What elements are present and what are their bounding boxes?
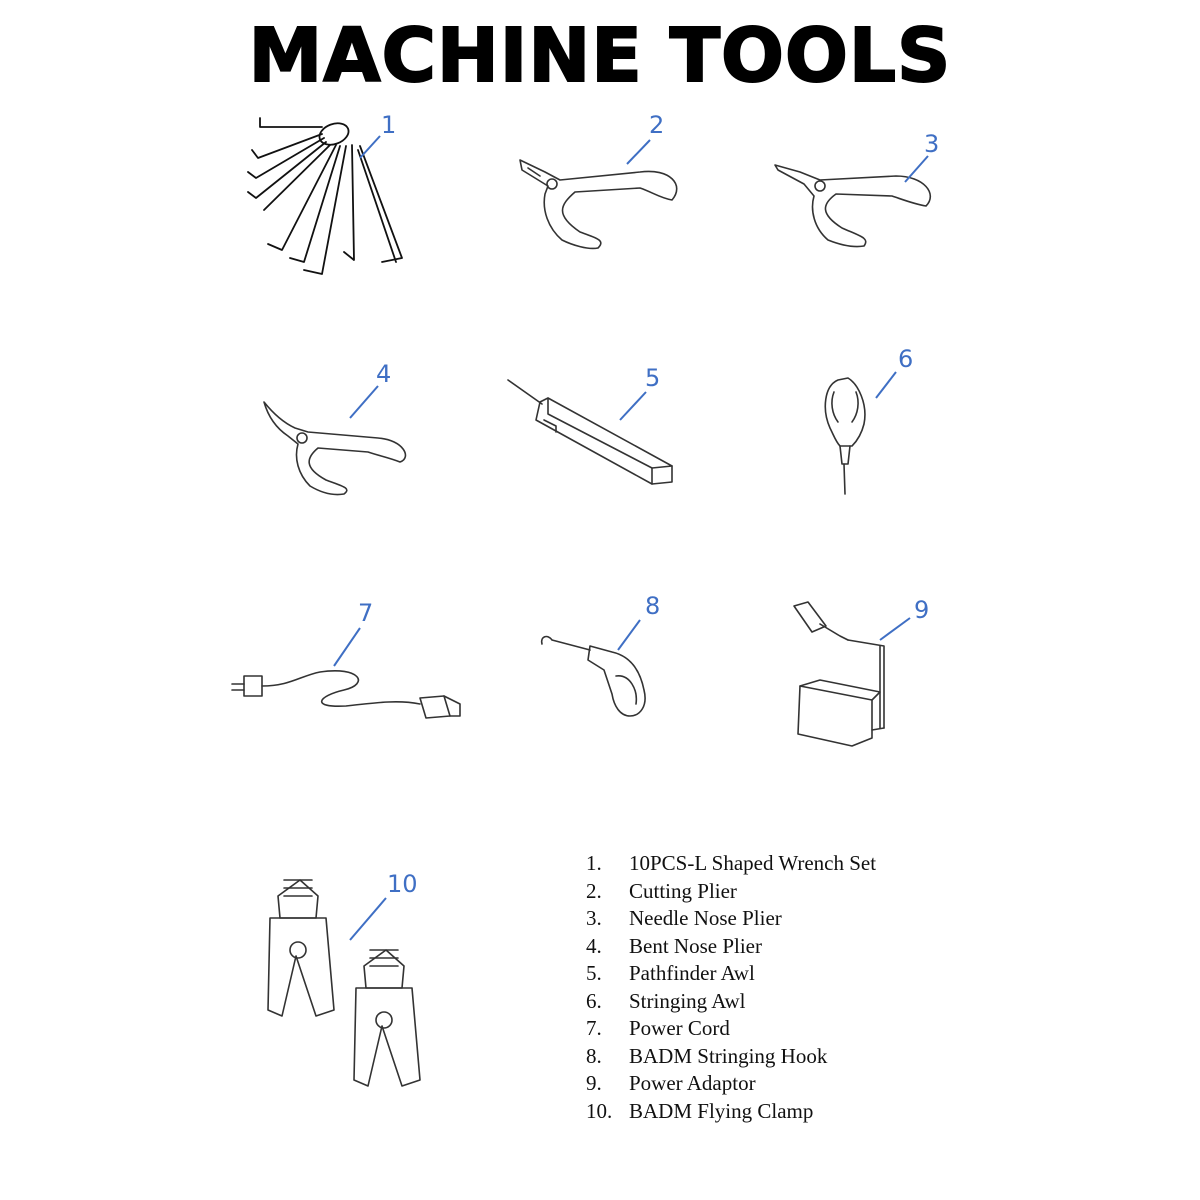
stringing-awl-illustration [824,377,866,495]
legend-item-number: 4. [586,933,602,958]
callout-7: 7 [358,599,373,627]
legend-item-label: Power Cord [629,1016,730,1040]
legend-item-number: 5. [586,961,602,985]
legend-item: 5. Pathfinder Awl [586,960,876,988]
legend-item-label: Needle Nose Plier [629,906,782,930]
legend-item: 6. Stringing Awl [586,988,876,1016]
legend-item: 10. BADM Flying Clamp [586,1098,876,1126]
flying-clamp-illustration [267,879,421,1087]
power-adaptor-illustration [793,601,885,747]
legend-item-label: Bent Nose Plier [629,933,762,958]
page-title: MACHINE TOOLS [248,13,952,99]
stringing-hook-illustration [540,635,646,717]
legend-item-label: Pathfinder Awl [629,961,755,985]
callout-6: 6 [898,345,913,373]
legend-item-number: 3. [586,906,602,930]
legend-item-label: Cutting Plier [629,878,737,903]
callout-4: 4 [376,360,391,388]
legend-item-label: Stringing Awl [629,988,746,1013]
legend-item-number: 2. [586,878,602,903]
legend-item-label: BADM Stringing Hook [629,1043,828,1068]
legend-item-label: Power Adaptor [629,1071,756,1095]
callout-2: 2 [649,111,664,139]
legend-item-label: 10PCS-L Shaped Wrench Set [629,851,877,875]
legend-item-number: 8. [586,1043,602,1068]
needle-nose-plier-illustration [774,164,932,248]
legend-item: 1. 10PCS-L Shaped Wrench Set [586,850,876,878]
power-cord-illustration [231,670,461,719]
legend-item-number: 7. [586,1016,602,1040]
legend-item-number: 9. [586,1071,602,1095]
legend-item: 4. Bent Nose Plier [586,933,876,961]
pathfinder-awl-illustration [507,379,673,485]
legend-item: 2. Cutting Plier [586,878,876,906]
legend-item: 9. Power Adaptor [586,1070,876,1098]
callout-5: 5 [645,364,660,392]
callout-9: 9 [914,596,929,624]
legend-item-label: BADM Flying Clamp [629,1098,814,1123]
tool-legend-list: 1. 10PCS-L Shaped Wrench Set 2. Cutting Pl… [586,850,876,1125]
callout-8: 8 [645,592,660,620]
bent-nose-plier-illustration [263,401,407,496]
legend-item: 7. Power Cord [586,1015,876,1043]
legend-item-number: 1. [586,851,602,875]
legend-item-number: 6. [586,988,602,1013]
cutting-plier-illustration [519,159,678,250]
legend-item: 8. BADM Stringing Hook [586,1043,876,1071]
wrench-set-illustration [247,117,403,275]
callout-3: 3 [924,130,939,158]
callout-1: 1 [381,111,396,139]
callout-10: 10 [387,870,418,898]
legend-item-number: 10. [586,1098,613,1123]
legend-item: 3. Needle Nose Plier [586,905,876,933]
